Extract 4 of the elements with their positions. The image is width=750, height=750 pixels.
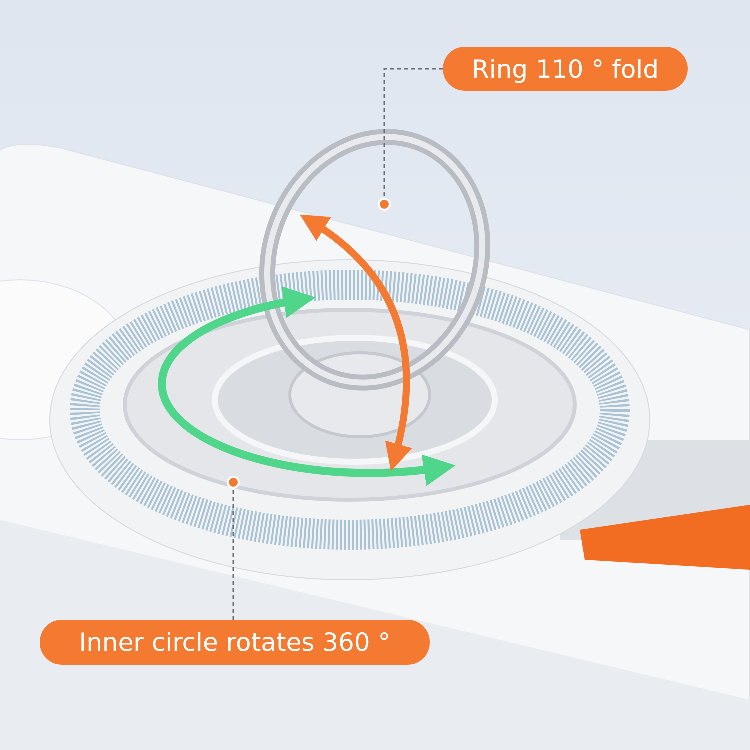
- leader-line: [384, 68, 443, 198]
- callout-label: Inner circle rotates 360 °: [40, 620, 430, 665]
- callout-label: Ring 110 ° fold: [443, 47, 688, 91]
- leader-line: [232, 489, 234, 620]
